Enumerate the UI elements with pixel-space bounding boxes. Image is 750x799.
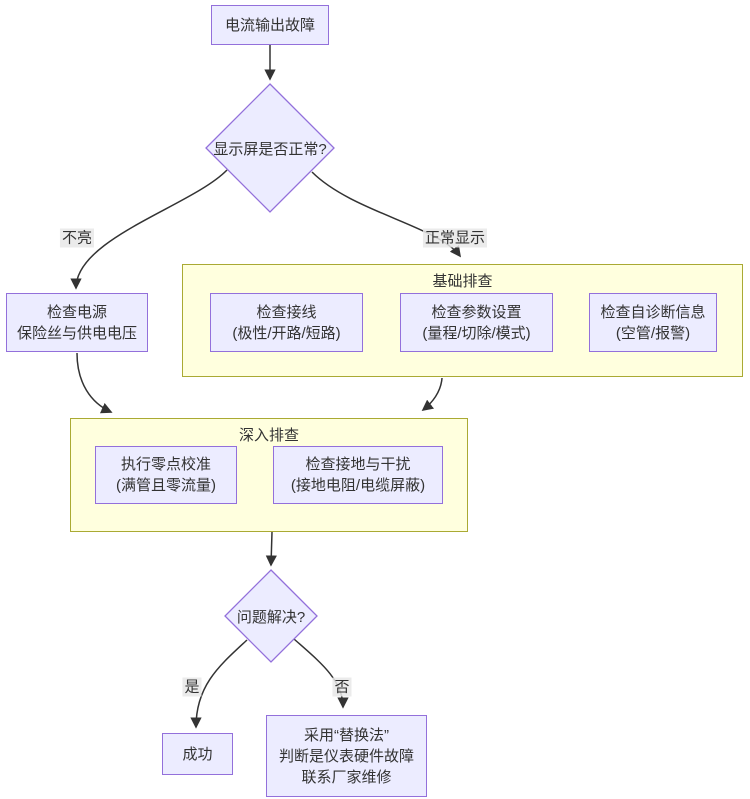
diamond-solved-decision [224,569,318,663]
start-label: 电流输出故障 [224,16,315,34]
edge-label-normal-display: 正常显示 [422,228,488,248]
replace-line3: 联系厂家维修 [301,768,392,786]
display-decision-label: 显示屏是否正常? [213,140,327,158]
edge-power-to-deep [76,352,113,414]
node-check-wiring: 检查接线 (极性/开路/短路) [210,293,363,352]
check-diag-line2: (空管/报警) [615,324,691,342]
check-ground-line1: 检查接地与干扰 [305,456,411,473]
edge-decision-not-lit [70,169,228,290]
cluster-basic-title: 基础排查 [432,273,493,290]
edge-label-yes: 是 [182,677,202,697]
node-display-decision: 显示屏是否正常? [206,138,334,158]
edge-deep-to-solved [265,531,277,567]
edge-solved-no [293,638,349,709]
check-ground-line2: (接地电阻/电缆屏蔽) [290,477,426,494]
check-wiring-line2: (极性/开路/短路) [232,324,341,342]
node-check-params: 检查参数设置 (量程/切除/模式) [400,293,553,352]
check-diag-line1: 检查自诊断信息 [600,303,706,321]
node-replace-method: 采用“替换法” 判断是仪表硬件故障 联系厂家维修 [266,715,427,797]
node-check-diag: 检查自诊断信息 (空管/报警) [589,293,717,352]
cluster-deep-title: 深入排查 [238,427,299,444]
solved-decision-label: 问题解决? [236,608,306,626]
edge-label-no: 否 [332,677,352,697]
zero-cal-line2: (满管且零流量) [116,477,216,494]
check-power-line1: 检查电源 [46,303,107,321]
edge-solved-yes [190,639,248,729]
edge-basic-to-deep [421,377,443,412]
node-start: 电流输出故障 [211,5,329,45]
edge-label-not-lit: 不亮 [59,228,95,248]
zero-cal-line1: 执行零点校准 [120,456,211,473]
node-check-power: 检查电源 保险丝与供电电压 [6,293,148,352]
node-check-ground: 检查接地与干扰 (接地电阻/电缆屏蔽) [273,446,443,504]
check-wiring-line1: 检查接线 [256,303,317,321]
success-label: 成功 [182,745,213,763]
replace-line2: 判断是仪表硬件故障 [278,747,414,765]
check-params-line1: 检查参数设置 [431,303,522,321]
check-power-line2: 保险丝与供电电压 [16,324,137,342]
node-solved-decision: 问题解决? [221,606,321,626]
check-params-line2: (量程/切除/模式) [422,324,531,342]
node-success: 成功 [162,733,233,775]
node-zero-cal: 执行零点校准 (满管且零流量) [95,446,237,504]
replace-line1: 采用“替换法” [304,726,389,744]
diamond-display-decision [205,83,335,213]
